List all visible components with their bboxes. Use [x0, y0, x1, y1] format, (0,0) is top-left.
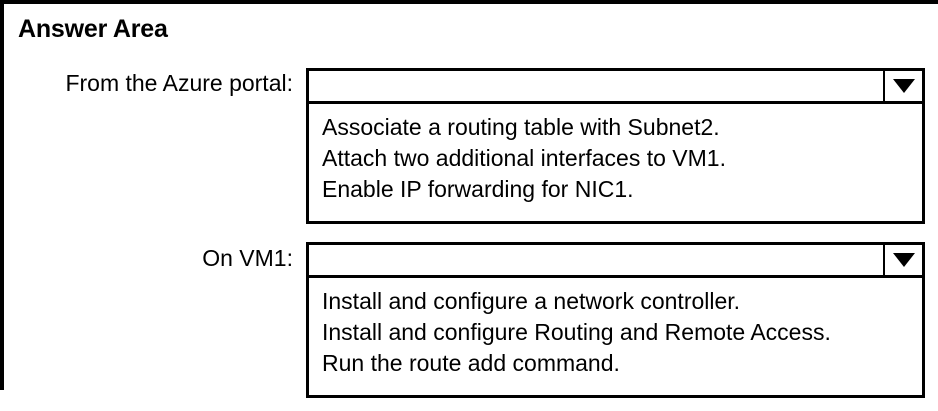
dropdown-group-on-vm1: Install and configure a network controll…: [306, 242, 925, 398]
dropdown-option[interactable]: Install and configure Routing and Remote…: [322, 319, 831, 345]
dropdown-on-vm1[interactable]: [306, 242, 925, 278]
dropdown-option[interactable]: Install and configure a network controll…: [322, 288, 741, 314]
dropdown-on-vm1-value: [309, 245, 883, 275]
dropdown-azure-portal-value: [309, 71, 883, 101]
dropdown-option[interactable]: Attach two additional interfaces to VM1.: [322, 145, 726, 171]
field-label-on-vm1: On VM1:: [202, 245, 293, 271]
chevron-down-icon[interactable]: [883, 245, 922, 275]
dropdown-group-azure-portal: Associate a routing table with Subnet2. …: [306, 68, 925, 224]
dropdown-option[interactable]: Associate a routing table with Subnet2.: [322, 114, 720, 140]
chevron-down-icon[interactable]: [883, 71, 922, 101]
field-label-azure-portal: From the Azure portal:: [65, 70, 293, 96]
dropdown-option[interactable]: Run the route add command.: [322, 350, 620, 376]
dropdown-azure-portal[interactable]: [306, 68, 925, 104]
dropdown-on-vm1-options[interactable]: Install and configure a network controll…: [306, 278, 925, 398]
dropdown-azure-portal-options[interactable]: Associate a routing table with Subnet2. …: [306, 104, 925, 224]
page-title: Answer Area: [18, 15, 168, 43]
dropdown-option[interactable]: Enable IP forwarding for NIC1.: [322, 176, 634, 202]
page-left-rule: [0, 0, 4, 390]
page-top-rule: [0, 0, 938, 4]
